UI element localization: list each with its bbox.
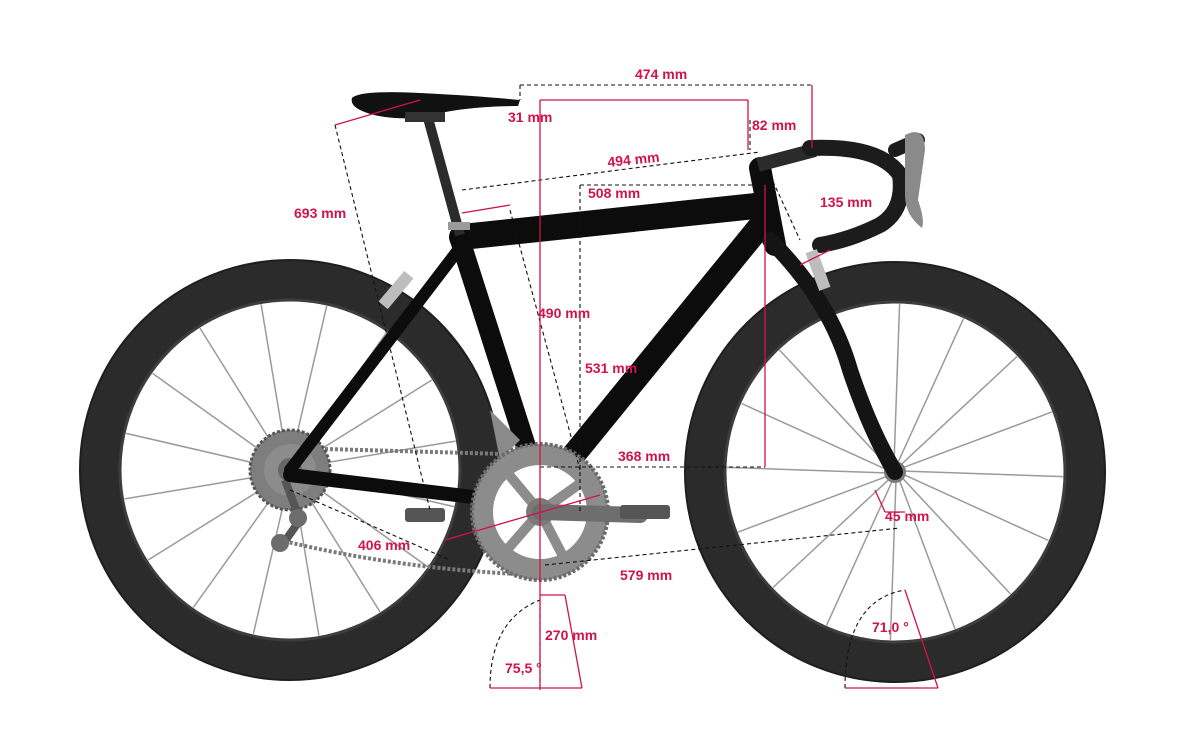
label-45: 45 mm (885, 508, 929, 524)
spoke (889, 481, 897, 640)
seat-clamp (448, 222, 470, 230)
spoke (772, 479, 890, 589)
head-tube (749, 157, 786, 256)
label-579: 579 mm (620, 567, 672, 583)
spoke (898, 480, 956, 630)
spoke (893, 304, 901, 463)
spoke (904, 470, 1063, 478)
dimension-line (904, 589, 939, 689)
dimension-line (564, 594, 583, 689)
dimension-line (334, 99, 421, 126)
brake-lever (905, 132, 925, 228)
label-531: 531 mm (585, 360, 637, 376)
labels: 474 mm 82 mm 31 mm 494 mm 508 mm 135 mm … (294, 66, 929, 676)
spoke (825, 481, 893, 626)
dimension-line (444, 494, 601, 541)
top-tube (449, 192, 778, 250)
front-derailleur (490, 410, 520, 460)
front-wheel-spokes (727, 304, 1063, 640)
seatpost (423, 116, 465, 237)
label-406: 406 mm (358, 537, 410, 553)
label-head-angle: 71,0 ° (872, 619, 909, 635)
label-490: 490 mm (538, 305, 590, 321)
crank-arm (532, 504, 670, 523)
label-693: 693 mm (294, 205, 346, 221)
spoke (904, 474, 1049, 542)
dimension-line (799, 249, 831, 266)
dimension-line (874, 489, 886, 513)
label-474: 474 mm (635, 66, 687, 82)
label-82: 82 mm (752, 117, 796, 133)
spoke (897, 318, 965, 463)
down-tube (533, 208, 777, 502)
seat-stay (284, 239, 468, 476)
spoke (737, 475, 887, 533)
label-508: 508 mm (588, 185, 640, 201)
rear-brake (378, 270, 414, 310)
label-494: 494 mm (607, 149, 661, 170)
handlebar (802, 133, 925, 253)
spoke (902, 477, 1012, 595)
spoke (900, 355, 1018, 465)
label-368: 368 mm (618, 448, 670, 464)
label-135: 135 mm (820, 194, 872, 210)
label-31: 31 mm (508, 109, 552, 125)
spoke (903, 411, 1053, 469)
label-270: 270 mm (545, 627, 597, 643)
saddle (351, 92, 520, 122)
spoke (778, 349, 888, 467)
spoke (727, 466, 886, 474)
dimension-lines (289, 84, 939, 690)
label-seat-angle: 75,5 ° (505, 660, 542, 676)
pedal-left (405, 508, 445, 522)
dimension-line (461, 204, 511, 214)
fork (762, 232, 903, 480)
rear-derailleur (271, 478, 307, 552)
